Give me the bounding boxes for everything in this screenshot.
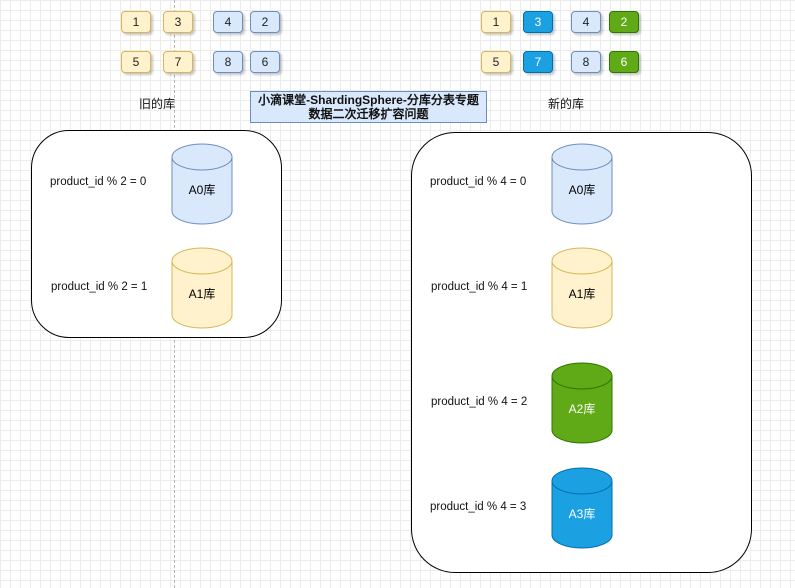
db-name: A0库	[188, 183, 216, 197]
old-db-label: 旧的库	[139, 97, 176, 111]
database-icon	[551, 362, 613, 444]
old-formula-1: product_id % 2 = 1	[51, 281, 148, 293]
new-db-a1[interactable]: A1库	[551, 247, 613, 329]
new-formula-1: product_id % 4 = 1	[431, 281, 528, 293]
database-icon	[171, 247, 233, 329]
old-tile-1[interactable]: 1	[121, 11, 151, 33]
title-line-1: 小滴课堂-ShardingSphere-分库分表专题	[258, 93, 479, 107]
db-name: A3库	[568, 507, 596, 521]
db-name: A1库	[188, 287, 216, 301]
new-formula-0: product_id % 4 = 0	[430, 176, 527, 188]
old-tile-4[interactable]: 4	[213, 11, 243, 33]
old-db-a0[interactable]: A0库	[171, 143, 233, 225]
db-name: A1库	[568, 287, 596, 301]
database-icon	[171, 143, 233, 225]
database-icon	[551, 467, 613, 549]
old-formula-0: product_id % 2 = 0	[50, 176, 147, 188]
new-db-a3[interactable]: A3库	[551, 467, 613, 549]
old-tile-3[interactable]: 3	[163, 11, 193, 33]
db-name: A0库	[568, 183, 596, 197]
new-tile-7[interactable]: 7	[523, 51, 553, 73]
old-tile-7[interactable]: 7	[163, 51, 193, 73]
title-line-2: 数据二次迁移扩容问题	[308, 107, 429, 121]
database-icon	[551, 143, 613, 225]
database-icon	[551, 247, 613, 329]
new-db-a2[interactable]: A2库	[551, 362, 613, 444]
title-box[interactable]: 小滴课堂-ShardingSphere-分库分表专题 数据二次迁移扩容问题	[250, 91, 487, 123]
new-formula-2: product_id % 4 = 2	[431, 396, 528, 408]
new-tile-8[interactable]: 8	[571, 51, 601, 73]
new-db-label: 新的库	[548, 97, 585, 111]
old-db-a1[interactable]: A1库	[171, 247, 233, 329]
new-tile-1[interactable]: 1	[481, 11, 511, 33]
old-tile-2[interactable]: 2	[250, 11, 280, 33]
new-tile-3[interactable]: 3	[523, 11, 553, 33]
new-tile-5[interactable]: 5	[481, 51, 511, 73]
old-tile-8[interactable]: 8	[213, 51, 243, 73]
new-tile-4[interactable]: 4	[571, 11, 601, 33]
old-db-group[interactable]	[31, 130, 282, 338]
new-formula-3: product_id % 4 = 3	[430, 501, 527, 513]
new-tile-6[interactable]: 6	[609, 51, 639, 73]
db-name: A2库	[568, 402, 596, 416]
new-db-a0[interactable]: A0库	[551, 143, 613, 225]
old-tile-5[interactable]: 5	[121, 51, 151, 73]
new-tile-2[interactable]: 2	[609, 11, 639, 33]
old-tile-6[interactable]: 6	[250, 51, 280, 73]
